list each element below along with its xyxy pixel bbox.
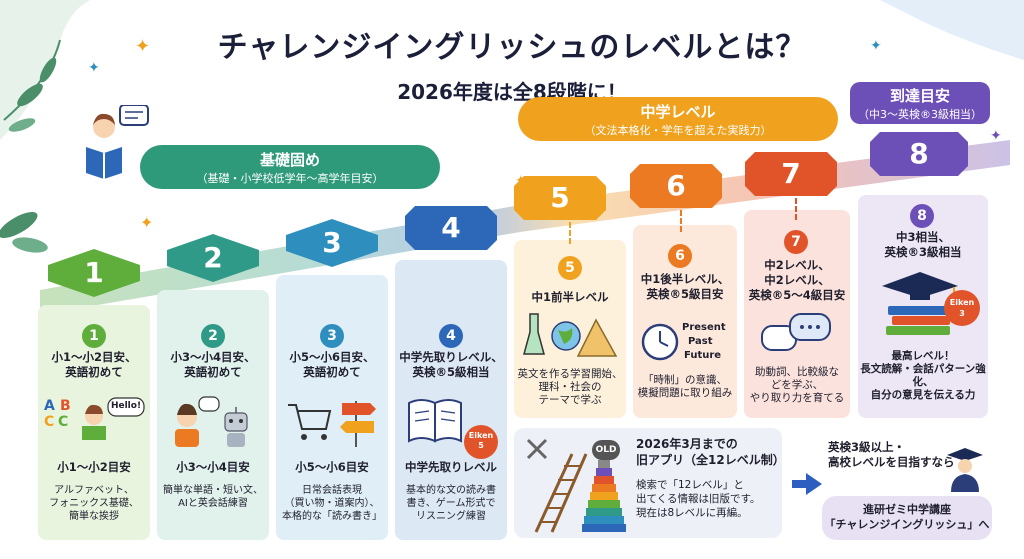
old-app-title: 2026年3月までの 旧アプリ（全12レベル制）: [636, 437, 785, 467]
panel-sub-1: 小1〜小2目安: [57, 460, 131, 474]
panel-desc-3: 日常会話表現 （買い物・道案内）、 本格的な「読み書き」: [282, 485, 382, 522]
step-number-5: 5: [550, 181, 570, 214]
connector-5: [569, 222, 571, 244]
panel-heading-6: 中1後半レベル、 英検®5級目安: [640, 272, 730, 301]
panel-heading-1: 小1〜小2目安、 英語初めて: [51, 350, 137, 379]
child-reading-icon: [86, 105, 149, 179]
step-block-7[interactable]: 7: [735, 148, 847, 200]
step-block-2[interactable]: 2: [157, 232, 269, 284]
banner-basic-sub: （基礎・小学校低学年〜高学年目安）: [196, 172, 384, 185]
graduation-books-icon: [882, 272, 958, 335]
step-block-3[interactable]: 3: [276, 217, 388, 269]
panel-heading-7: 中2レベル、 中2レベル、 英検®5〜4級目安: [748, 258, 846, 302]
panel-heading-2: 小3〜小4目安、 英語初めて: [170, 350, 256, 379]
svg-text:✦: ✦: [870, 38, 882, 54]
banner-middle-sub: （文法本格化・学年を超えた実践力）: [584, 124, 772, 137]
panel-number-6: 6: [668, 244, 692, 268]
abc-reading-icon: A B C C: [44, 397, 145, 440]
panel-sub-2: 小3〜小4目安: [176, 460, 250, 474]
next-heading: 英検3級以上・ 高校レベルを目指すなら: [828, 440, 955, 469]
svg-text:✦: ✦: [88, 60, 100, 76]
step-block-6[interactable]: 6: [620, 160, 732, 212]
panel-sub-3: 小5〜小6目安: [295, 460, 369, 474]
step-number-1: 1: [84, 256, 104, 289]
hello-bubble-text: Hello!: [110, 401, 142, 411]
panel-sub-4: 中学先取りレベル: [405, 460, 497, 474]
step-number-3: 3: [322, 226, 342, 259]
panel-desc-1: アルファベット、 フォニックス基礎、 簡単な挨拶: [49, 485, 139, 522]
next-cta-label: 進研ゼミ中学講座 「チャレンジイングリッシュ」へ: [824, 503, 990, 531]
old-ladder-icon: [526, 438, 626, 533]
panel-desc-2: 簡単な単語・短い文、 AIと英会話練習: [163, 485, 263, 509]
step-number-4: 4: [441, 211, 461, 244]
panel-desc-4: 基本的な文の読み書 書き、ゲーム形式で リスニング練習: [406, 485, 496, 522]
svg-text:✦: ✦: [140, 213, 153, 232]
panel-desc-8: 最高レベル！ 長文読解・会話パターン強化、 自分の意見を伝える力: [860, 350, 986, 401]
panel-number-5: 5: [558, 256, 582, 280]
graduate-icon: [947, 448, 983, 492]
robot-conversation-icon: [175, 396, 248, 447]
panel-number-1: 1: [82, 324, 106, 348]
clock-icon: [641, 323, 679, 361]
panel-number-4: 4: [439, 324, 463, 348]
next-cta-button[interactable]: 進研ゼミ中学講座 「チャレンジイングリッシュ」へ: [822, 496, 992, 540]
step-block-5[interactable]: 5: [504, 172, 616, 224]
tense-future: Future: [684, 350, 722, 361]
old-badge: OLD: [592, 440, 620, 460]
banner-goal-sub: （中3〜英検®3級相当）: [858, 108, 982, 121]
panel-desc-5: 英文を作る学習開始、 理科・社会の テーマで学ぶ: [517, 368, 623, 406]
panel-desc-7: 助動詞、比較級な どを学ぶ、 やり取り力を育てる: [749, 366, 845, 404]
step-block-1[interactable]: 1: [38, 247, 150, 299]
next-arrow-icon: [806, 473, 822, 495]
science-globe-pyramid-icon: [523, 313, 618, 357]
panel-heading-3: 小5〜小6目安、 英語初めて: [289, 350, 375, 379]
svg-text:✦: ✦: [990, 128, 1002, 144]
banner-middle-title: 中学レベル: [640, 103, 716, 121]
svg-text:✦: ✦: [135, 36, 150, 57]
tense-present: Present: [682, 322, 726, 333]
banner-basic: 基礎固め （基礎・小学校低学年〜高学年目安）: [140, 145, 440, 189]
step-number-7: 7: [781, 157, 801, 190]
step-number-6: 6: [666, 169, 686, 202]
svg-text:C: C: [44, 414, 54, 430]
speech-bubbles-icon: [761, 313, 831, 351]
old-app-desc: 検索で「12レベル」と 出てくる情報は旧版です。 現在は8レベルに再編。: [636, 479, 761, 519]
shopping-cart-signpost-icon: [288, 401, 376, 447]
connector-6: [680, 210, 682, 232]
panel-desc-6: 「時制」の意識、 模擬問題に取り組み: [637, 374, 733, 399]
panel-heading-5: 中1前半レベル: [531, 290, 609, 304]
panel-number-8: 8: [910, 204, 934, 228]
step-block-8[interactable]: 8: [860, 128, 978, 180]
svg-text:A: A: [44, 398, 55, 414]
banner-goal: 到達目安 （中3〜英検®3級相当）: [850, 82, 990, 124]
panel-number-7: 7: [784, 230, 808, 254]
tense-past: Past: [688, 336, 713, 347]
banner-goal-title: 到達目安: [889, 87, 950, 105]
step-number-2: 2: [203, 241, 223, 274]
page-title: チャレンジイングリッシュのレベルとは？: [217, 30, 807, 65]
panel-number-2: 2: [201, 324, 225, 348]
connector-7: [795, 198, 797, 220]
step-number-8: 8: [909, 137, 929, 170]
eiken-3-badge: Eiken 3: [944, 290, 980, 326]
svg-text:C: C: [58, 414, 68, 430]
panel-heading-8: 中3相当、 英検®3級相当: [884, 230, 962, 259]
step-block-4[interactable]: 4: [395, 202, 507, 254]
panel-heading-4: 中学先取りレベル、 英検®5級相当: [399, 350, 503, 379]
banner-middle: 中学レベル （文法本格化・学年を超えた実践力）: [518, 97, 838, 141]
panel-number-3: 3: [320, 324, 344, 348]
svg-text:B: B: [60, 398, 71, 414]
open-book-icon: [408, 399, 462, 443]
next-arrow-body: [792, 480, 808, 488]
banner-basic-title: 基礎固め: [259, 151, 320, 169]
eiken-5-badge: Eiken 5: [464, 425, 498, 459]
